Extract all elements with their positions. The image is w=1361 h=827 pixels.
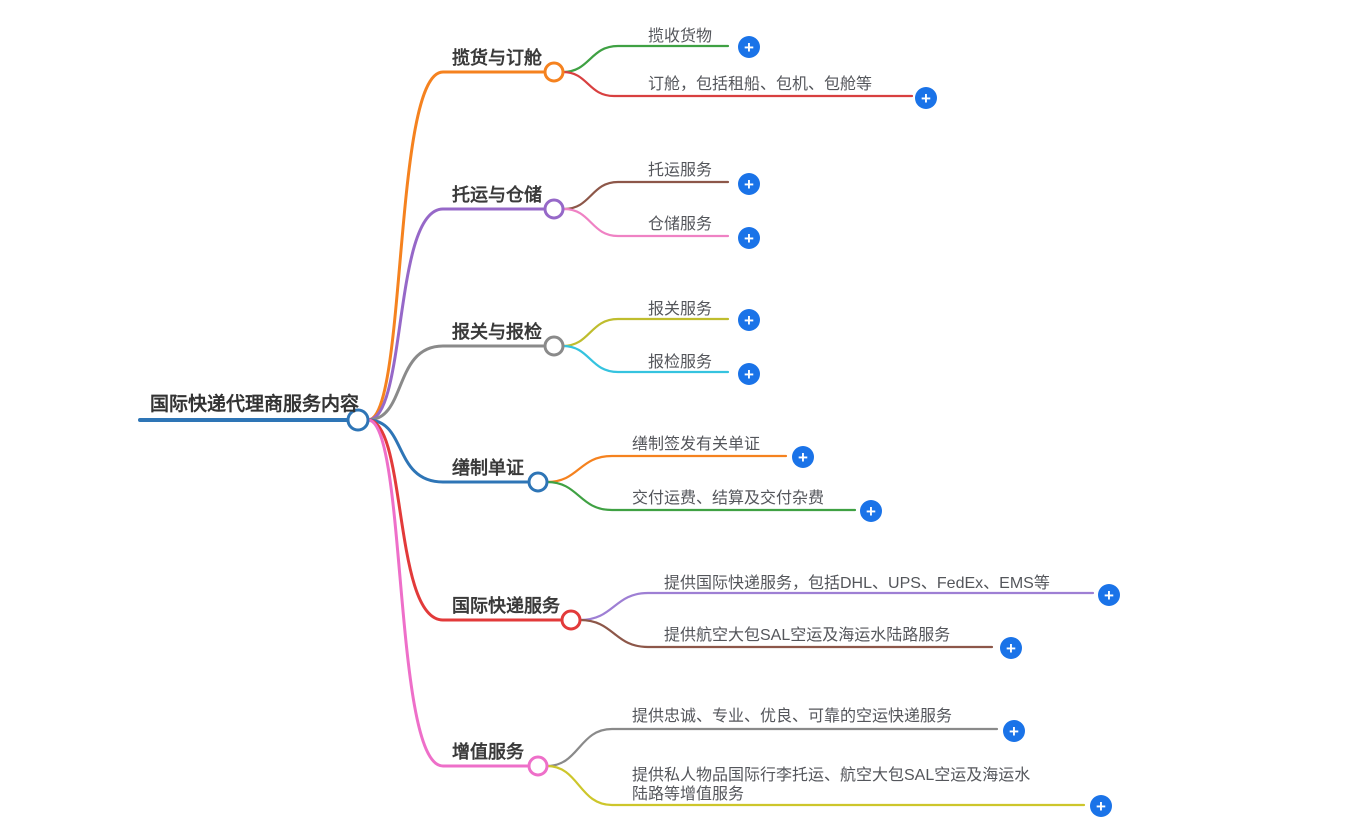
branch-label-6[interactable]: 增值服务 [452, 742, 524, 762]
add-button-circle [1003, 720, 1025, 742]
leaf-connector-5a [578, 591, 1095, 622]
branch-node-handle-2[interactable] [543, 198, 565, 220]
add-button-5b[interactable]: + [1000, 637, 1022, 659]
add-button-circle [738, 363, 760, 385]
leaf-label-3a[interactable]: 报关服务 [648, 301, 713, 318]
plus-icon: + [921, 89, 931, 108]
branch-connector-1 [366, 70, 545, 422]
leaf-connector-3b [561, 344, 730, 374]
add-button-3a[interactable]: + [738, 309, 760, 331]
branch-node-handle-6[interactable] [527, 755, 549, 777]
leaf-label-6a[interactable]: 提供忠诚、专业、优良、可靠的空运快递服务 [632, 708, 953, 725]
add-button-circle [738, 173, 760, 195]
add-button-1a[interactable]: + [738, 36, 760, 58]
add-button-circle [738, 309, 760, 331]
branch-label-1[interactable]: 揽货与订舱 [452, 48, 542, 68]
leaf-label-1b[interactable]: 订舱，包括租船、包机、包舱等 [648, 76, 873, 93]
leaf-label-3b[interactable]: 报检服务 [648, 354, 713, 371]
branch-node-handle-5[interactable] [560, 609, 582, 631]
add-button-6b[interactable]: + [1090, 795, 1112, 817]
root-node-label[interactable]: 国际快递代理商服务内容 [150, 394, 360, 415]
add-button-circle [915, 87, 937, 109]
add-button-circle [1000, 637, 1022, 659]
plus-icon: + [744, 365, 754, 384]
leaf-connector-5b [578, 618, 994, 649]
leaf-connector-6a [545, 727, 999, 768]
add-button-5a[interactable]: + [1098, 584, 1120, 606]
leaf-label-4b[interactable]: 交付运费、结算及交付杂费 [632, 490, 825, 507]
add-button-4a[interactable]: + [792, 446, 814, 468]
plus-icon: + [1006, 639, 1016, 658]
leaf-connector-4a [545, 454, 788, 484]
leaf-label-2b[interactable]: 仓储服务 [648, 216, 713, 233]
branch-label-3[interactable]: 报关与报检 [452, 322, 542, 342]
leaf-connector-6b [545, 764, 1086, 807]
leaf-label-5a[interactable]: 提供国际快递服务，包括DHL、UPS、FedEx、EMS等 [664, 575, 1050, 592]
plus-icon: + [744, 38, 754, 57]
add-button-3b[interactable]: + [738, 363, 760, 385]
branch-label-4[interactable]: 缮制单证 [452, 458, 524, 478]
leaf-label-5b[interactable]: 提供航空大包SAL空运及海运水陆路服务 [664, 627, 951, 644]
add-button-circle [738, 36, 760, 58]
plus-icon: + [744, 175, 754, 194]
branch-node-handle-4[interactable] [527, 471, 549, 493]
add-button-6a[interactable]: + [1003, 720, 1025, 742]
branch-label-2[interactable]: 托运与仓储 [452, 185, 542, 205]
leaf-label-2a[interactable]: 托运服务 [648, 162, 713, 179]
leaf-label-4a[interactable]: 缮制签发有关单证 [632, 436, 761, 453]
add-button-1b[interactable]: + [915, 87, 937, 109]
branch-connector-3 [366, 344, 545, 422]
leaf-connector-1b [561, 70, 914, 98]
leaf-connector-4b [545, 480, 857, 512]
leaf-label-6b[interactable]: 提供私人物品国际行李托运、航空大包SAL空运及海运水陆路等增值服务 [632, 767, 1031, 803]
add-button-2b[interactable]: + [738, 227, 760, 249]
leaf-connector-2b [562, 207, 730, 238]
leaf-connector-2a [562, 180, 730, 211]
branch-node-handle-3[interactable] [543, 335, 565, 357]
leaf-connector-3a [561, 317, 730, 348]
branch-connector-5 [366, 418, 562, 622]
plus-icon: + [1104, 586, 1114, 605]
branch-node-handle-1[interactable] [543, 61, 565, 83]
add-button-2a[interactable]: + [738, 173, 760, 195]
plus-icon: + [866, 502, 876, 521]
add-button-circle [1090, 795, 1112, 817]
add-button-4b[interactable]: + [860, 500, 882, 522]
leaf-connector-1a [561, 44, 730, 74]
plus-icon: + [744, 229, 754, 248]
plus-icon: + [1096, 797, 1106, 816]
leaf-label-1a[interactable]: 揽收货物 [648, 28, 713, 45]
add-button-circle [738, 227, 760, 249]
add-button-circle [792, 446, 814, 468]
root-node-handle[interactable] [346, 408, 370, 432]
branch-label-5[interactable]: 国际快递服务 [452, 596, 560, 616]
plus-icon: + [1009, 722, 1019, 741]
branch-connector-4 [366, 418, 529, 484]
plus-icon: + [744, 311, 754, 330]
branch-connector-6 [366, 418, 529, 768]
add-button-circle [1098, 584, 1120, 606]
add-button-circle [860, 500, 882, 522]
plus-icon: + [798, 448, 808, 467]
branch-connector-2 [366, 207, 545, 422]
